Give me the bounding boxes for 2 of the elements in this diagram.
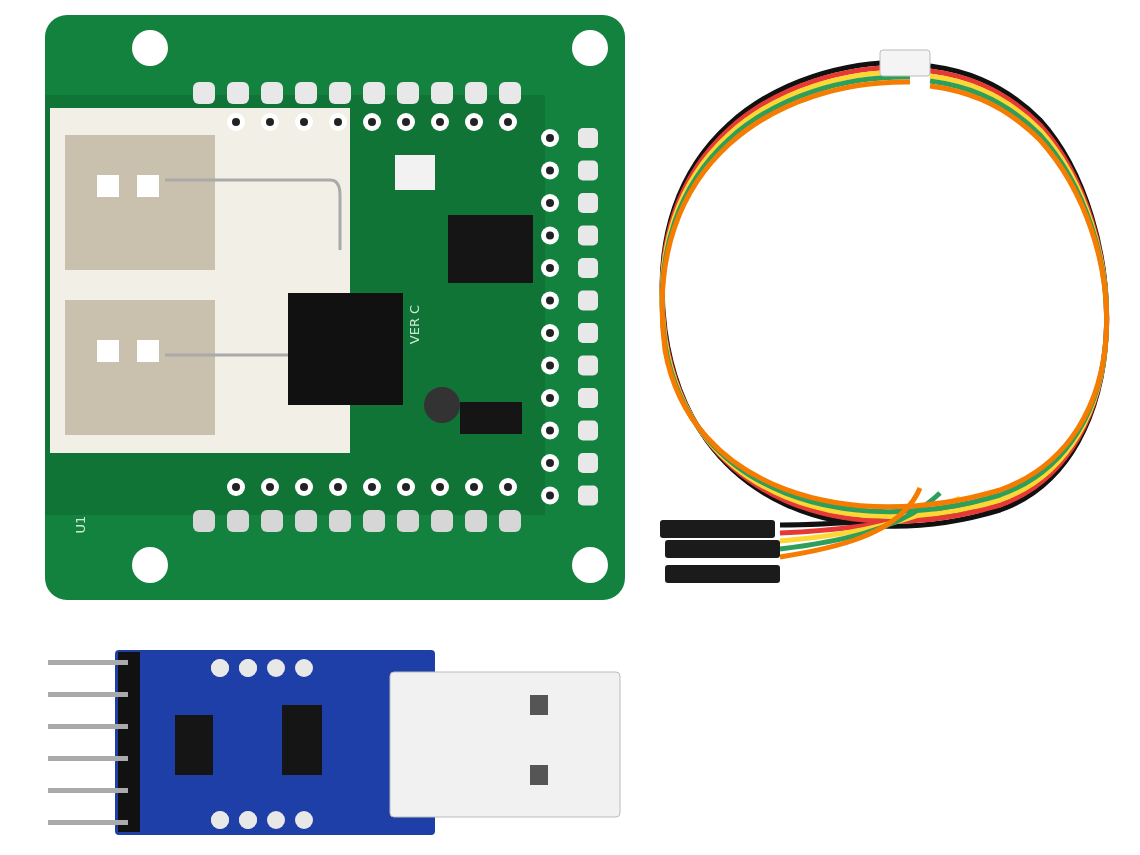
silkscreen-text: U1 <box>74 515 88 534</box>
silkscreen-text: VER C <box>408 304 422 345</box>
